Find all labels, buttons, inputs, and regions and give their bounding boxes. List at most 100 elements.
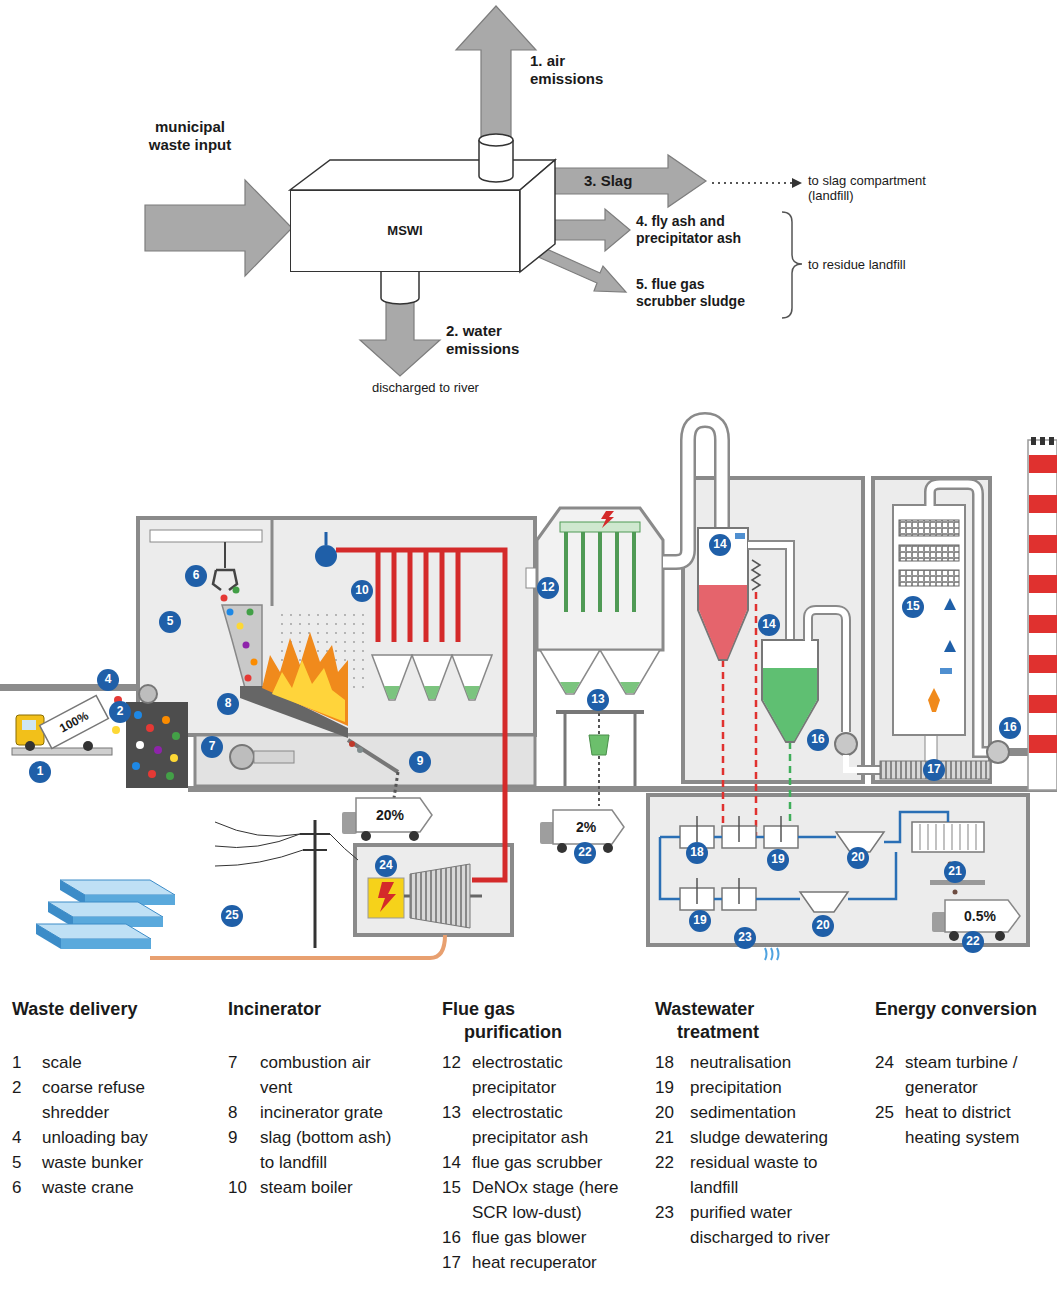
flow-arrow bbox=[545, 209, 630, 251]
plant-drawing bbox=[944, 598, 956, 610]
callout-number: 22 bbox=[966, 935, 979, 948]
flow-arrow bbox=[545, 155, 706, 207]
waste-pieces bbox=[154, 746, 162, 754]
callout-number: 12 bbox=[541, 581, 554, 594]
callout-number: 4 bbox=[105, 673, 112, 686]
section-heading: Incinerator bbox=[228, 998, 418, 1021]
callout-number: 15 bbox=[906, 600, 919, 613]
key-text: heat recuperator bbox=[472, 1250, 632, 1275]
key-text: DeNOx stage (here SCR low-dust) bbox=[472, 1175, 632, 1225]
plant-drawing bbox=[150, 530, 262, 542]
slag-truck bbox=[342, 812, 357, 834]
incinerator-block bbox=[290, 134, 555, 304]
waste-pieces bbox=[233, 587, 240, 594]
ash-hopper bbox=[452, 655, 492, 700]
plant-drawing bbox=[357, 747, 363, 753]
box-label: MSWI bbox=[387, 224, 422, 238]
key-text: heat to district heating system bbox=[905, 1100, 1045, 1150]
plant-drawing bbox=[755, 592, 758, 838]
flow-arrow bbox=[360, 296, 440, 376]
key-text: coarse refuse shredder bbox=[42, 1075, 192, 1125]
plant-drawing bbox=[230, 745, 254, 769]
callout-number: 16 bbox=[1003, 721, 1016, 734]
waste-pieces bbox=[148, 770, 156, 778]
heat-storage bbox=[61, 939, 151, 949]
waste-pieces bbox=[146, 724, 154, 732]
key-text: electrostatic precipitator ash bbox=[472, 1100, 632, 1150]
boiler-tube bbox=[424, 550, 429, 642]
plant-drawing bbox=[762, 640, 818, 742]
dotted-arrow bbox=[792, 178, 802, 188]
flow-label: municipal waste input bbox=[140, 118, 240, 153]
incinerator-block bbox=[479, 134, 513, 146]
chimney bbox=[1031, 437, 1036, 445]
key-number: 17 bbox=[442, 1250, 461, 1275]
delivery-truck bbox=[25, 741, 35, 751]
slag-truck bbox=[342, 798, 432, 841]
plant-drawing bbox=[254, 751, 294, 763]
key-number: 2 bbox=[12, 1075, 21, 1100]
collector-plate bbox=[564, 532, 568, 612]
callout-circle: 5 bbox=[159, 611, 181, 633]
callout-number: 20 bbox=[851, 851, 864, 864]
plant-drawing bbox=[224, 542, 226, 568]
ash-truck bbox=[540, 822, 554, 844]
callout-number: 13 bbox=[591, 693, 604, 706]
callout-circle: 24 bbox=[375, 855, 397, 877]
waste-pieces bbox=[227, 609, 234, 616]
plant-drawing bbox=[699, 585, 747, 659]
plant-drawing bbox=[410, 864, 470, 928]
ash-truck bbox=[557, 843, 567, 853]
key-text: combustion air vent bbox=[260, 1050, 400, 1100]
plant-drawing bbox=[349, 741, 355, 747]
heat-storage bbox=[36, 924, 61, 949]
waste-pieces bbox=[162, 716, 170, 724]
key-text: purified water discharged to river bbox=[690, 1200, 850, 1250]
plant-drawing bbox=[808, 610, 846, 733]
ash-truck bbox=[553, 810, 624, 844]
plant-drawing bbox=[0, 420, 1057, 960]
plant-drawing bbox=[648, 795, 1028, 945]
chimney bbox=[1029, 575, 1057, 593]
plant-drawing bbox=[598, 756, 600, 806]
plant-drawing bbox=[560, 522, 640, 532]
callout-circle: 1 bbox=[29, 761, 51, 783]
key-number: 1 bbox=[12, 1050, 21, 1075]
plant-drawing bbox=[620, 682, 640, 693]
collector-plate bbox=[566, 532, 634, 612]
section-heading: Waste delivery bbox=[12, 998, 212, 1021]
plant-drawing bbox=[987, 741, 1009, 763]
delivery-truck bbox=[83, 741, 93, 751]
waste-pieces bbox=[251, 659, 258, 666]
flow-arrow bbox=[536, 246, 626, 292]
dotted-arrow bbox=[712, 182, 792, 184]
callout-circle: 10 bbox=[351, 580, 373, 602]
incinerator-block bbox=[520, 160, 555, 272]
plant-drawing bbox=[928, 688, 940, 712]
plant-drawing bbox=[660, 812, 948, 899]
key-number: 4 bbox=[12, 1125, 21, 1150]
waste-pieces bbox=[172, 732, 180, 740]
plant-drawing bbox=[368, 878, 404, 918]
chimney bbox=[1049, 437, 1054, 445]
plant-drawing bbox=[139, 685, 157, 703]
callout-number: 21 bbox=[948, 865, 961, 878]
callout-circle: 15 bbox=[902, 596, 924, 618]
plant-drawing bbox=[394, 772, 398, 798]
boiler-tube bbox=[408, 550, 413, 642]
waste-pieces bbox=[247, 609, 254, 616]
plant-drawing bbox=[195, 735, 535, 786]
chimney bbox=[1029, 735, 1057, 753]
callout-number: 2 bbox=[117, 705, 124, 718]
key-text: neutralisation bbox=[690, 1050, 850, 1075]
mswi-schematic bbox=[145, 6, 802, 376]
delivery-truck bbox=[16, 715, 44, 745]
plant-drawing bbox=[271, 520, 274, 606]
plant-drawing bbox=[698, 528, 748, 660]
callout-circle: 13 bbox=[587, 689, 609, 711]
key-number: 14 bbox=[442, 1150, 461, 1175]
callout-circle: 22 bbox=[962, 931, 984, 953]
residue-truck bbox=[945, 900, 1020, 932]
delivery-truck bbox=[40, 695, 109, 748]
plant-drawing bbox=[634, 712, 637, 786]
